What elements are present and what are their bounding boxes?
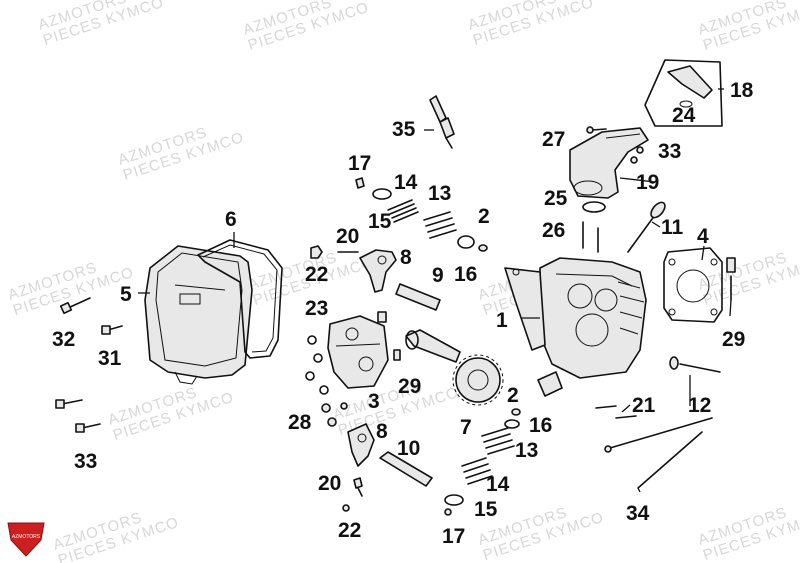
callout-25: 25 xyxy=(544,187,568,210)
part-camshaft-holder xyxy=(327,315,389,389)
part-cylinder-head-cover xyxy=(144,245,253,385)
part-spark-plug xyxy=(429,95,455,149)
part-cotter-2-upper xyxy=(478,244,488,252)
callout-21: 21 xyxy=(632,394,656,417)
callout-26: 26 xyxy=(542,219,565,242)
callout-7: 7 xyxy=(460,416,472,439)
callout-33-left: 33 xyxy=(74,450,97,473)
callout-3: 3 xyxy=(368,390,380,413)
callout-15-lower: 15 xyxy=(474,498,498,521)
part-exhaust-valve xyxy=(669,356,721,373)
part-spring-13-lower xyxy=(481,427,515,455)
part-dowel-29-right xyxy=(726,257,736,301)
part-rocker-arm-lower xyxy=(347,423,375,467)
part-bolt-32 xyxy=(59,297,91,315)
part-bolt-33-lower xyxy=(75,423,101,433)
callout-24: 24 xyxy=(672,104,696,127)
callout-5: 5 xyxy=(120,283,132,306)
part-rocker-shaft-lower xyxy=(379,451,433,487)
part-rocker-shaft-upper xyxy=(395,283,441,311)
callout-20-upper: 20 xyxy=(336,225,359,248)
callout-33-top: 33 xyxy=(658,140,681,163)
part-intake-valve xyxy=(627,201,666,253)
part-spring-retainer-lower xyxy=(444,494,464,506)
part-cylinder-head xyxy=(504,257,647,397)
part-spring-14-lower xyxy=(461,457,493,485)
part-nut-17-upper xyxy=(355,177,365,189)
part-seal-16-lower xyxy=(504,419,520,429)
callout-1: 1 xyxy=(496,309,508,332)
part-seal-16-upper xyxy=(457,235,475,249)
callout-16-lower: 16 xyxy=(529,414,552,437)
part-head-cover-gasket xyxy=(197,239,283,359)
callout-6: 6 xyxy=(225,208,237,231)
watermark-group: AZMOTORS PIECES KYMCO AZMOTORS PIECES KY… xyxy=(6,0,800,563)
part-nuts-28 xyxy=(321,402,348,427)
part-nut-22-upper xyxy=(310,245,323,259)
part-insulator-box xyxy=(644,59,723,127)
callout-27: 27 xyxy=(542,128,565,151)
part-camshaft xyxy=(405,329,504,406)
part-washers-23 xyxy=(305,335,329,395)
callout-9: 9 xyxy=(432,264,444,287)
callout-2-lower: 2 xyxy=(507,384,519,407)
callout-14-lower: 14 xyxy=(486,473,510,496)
callout-28: 28 xyxy=(288,411,312,434)
part-dowel-29-center xyxy=(377,311,401,361)
callout-23: 23 xyxy=(305,297,328,320)
callout-29-right: 29 xyxy=(722,328,745,351)
callout-8-upper: 8 xyxy=(400,246,412,269)
callout-12: 12 xyxy=(688,394,711,417)
callout-20-lower: 20 xyxy=(318,472,341,495)
part-cylinder-gasket xyxy=(663,247,723,323)
callout-29-center: 29 xyxy=(398,375,421,398)
callout-2-upper: 2 xyxy=(478,205,490,228)
callout-10: 10 xyxy=(397,437,420,460)
callout-32: 32 xyxy=(52,328,75,351)
callout-35: 35 xyxy=(392,118,416,141)
part-manifold-gasket xyxy=(582,201,606,213)
callout-4: 4 xyxy=(697,225,709,248)
callout-15-upper: 15 xyxy=(368,210,392,233)
part-bolt-31 xyxy=(101,325,123,335)
callout-19: 19 xyxy=(636,171,659,194)
part-nut-17-lower xyxy=(444,508,452,516)
part-bolt-27 xyxy=(586,126,607,134)
part-bolt-33-top xyxy=(630,146,644,164)
callout-13-lower: 13 xyxy=(515,439,538,462)
callout-14-upper: 14 xyxy=(394,171,418,194)
callout-17-upper: 17 xyxy=(348,152,371,175)
leader-lines xyxy=(138,88,732,493)
callout-34: 34 xyxy=(626,502,650,525)
part-adjuster-20-lower xyxy=(353,477,363,497)
logo-text: AZMOTORS xyxy=(12,534,41,540)
callout-31: 31 xyxy=(98,347,122,370)
callout-labels: 1 2 2 3 4 5 6 7 8 8 9 10 11 12 13 13 14 … xyxy=(52,79,754,548)
part-intake-manifold xyxy=(569,127,649,199)
part-spring-retainer-upper xyxy=(372,188,392,200)
callout-16-upper: 16 xyxy=(454,263,477,286)
callout-22-upper: 22 xyxy=(305,263,328,286)
part-nut-22-lower xyxy=(342,504,350,512)
part-bolt-33-upper xyxy=(55,399,83,409)
part-dowel-pins xyxy=(582,221,599,253)
part-stud-bolts xyxy=(604,417,713,489)
callout-17-lower: 17 xyxy=(442,525,465,548)
part-dowel-pins-21 xyxy=(595,405,637,419)
part-spring-14-upper xyxy=(387,199,419,223)
callout-13-upper: 13 xyxy=(428,182,451,205)
part-cotter-2-lower xyxy=(511,408,521,416)
callout-18: 18 xyxy=(730,79,754,102)
brand-logo: AZMOTORS xyxy=(7,522,45,557)
part-spring-13-upper xyxy=(423,211,457,239)
callout-8-lower: 8 xyxy=(376,420,388,443)
part-rocker-arm-upper xyxy=(359,249,397,293)
callout-11: 11 xyxy=(661,216,684,239)
callout-22-lower: 22 xyxy=(338,519,361,542)
